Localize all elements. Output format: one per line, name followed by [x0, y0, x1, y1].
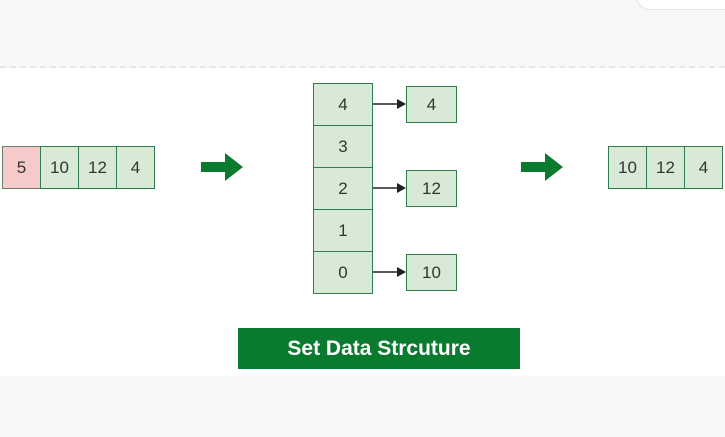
bucket-index: 3 — [313, 125, 373, 168]
bucket-entry: 4 — [406, 86, 457, 123]
title-banner: Set Data Strcuture — [238, 328, 520, 369]
corner-decoration — [636, 0, 725, 10]
bucket-index: 2 — [313, 167, 373, 210]
bucket-index: 0 — [313, 251, 373, 294]
input-cell: 5 — [2, 146, 41, 189]
pointer-arrow-icon — [373, 267, 406, 277]
bucket-entry: 12 — [406, 170, 457, 207]
bottom-band — [0, 376, 725, 437]
input-cell: 10 — [40, 146, 79, 189]
pointer-arrow-icon — [373, 183, 406, 193]
output-cell: 10 — [608, 146, 647, 189]
right-arrow-icon — [521, 153, 563, 181]
input-cell: 4 — [116, 146, 155, 189]
output-cell: 12 — [646, 146, 685, 189]
output-cell: 4 — [684, 146, 723, 189]
bucket-index: 1 — [313, 209, 373, 252]
right-arrow-icon — [201, 153, 243, 181]
bucket-entry: 10 — [406, 254, 457, 291]
top-band — [0, 0, 725, 68]
pointer-arrow-icon — [373, 99, 406, 109]
input-cell: 12 — [78, 146, 117, 189]
bucket-index: 4 — [313, 83, 373, 126]
divider — [0, 66, 725, 68]
